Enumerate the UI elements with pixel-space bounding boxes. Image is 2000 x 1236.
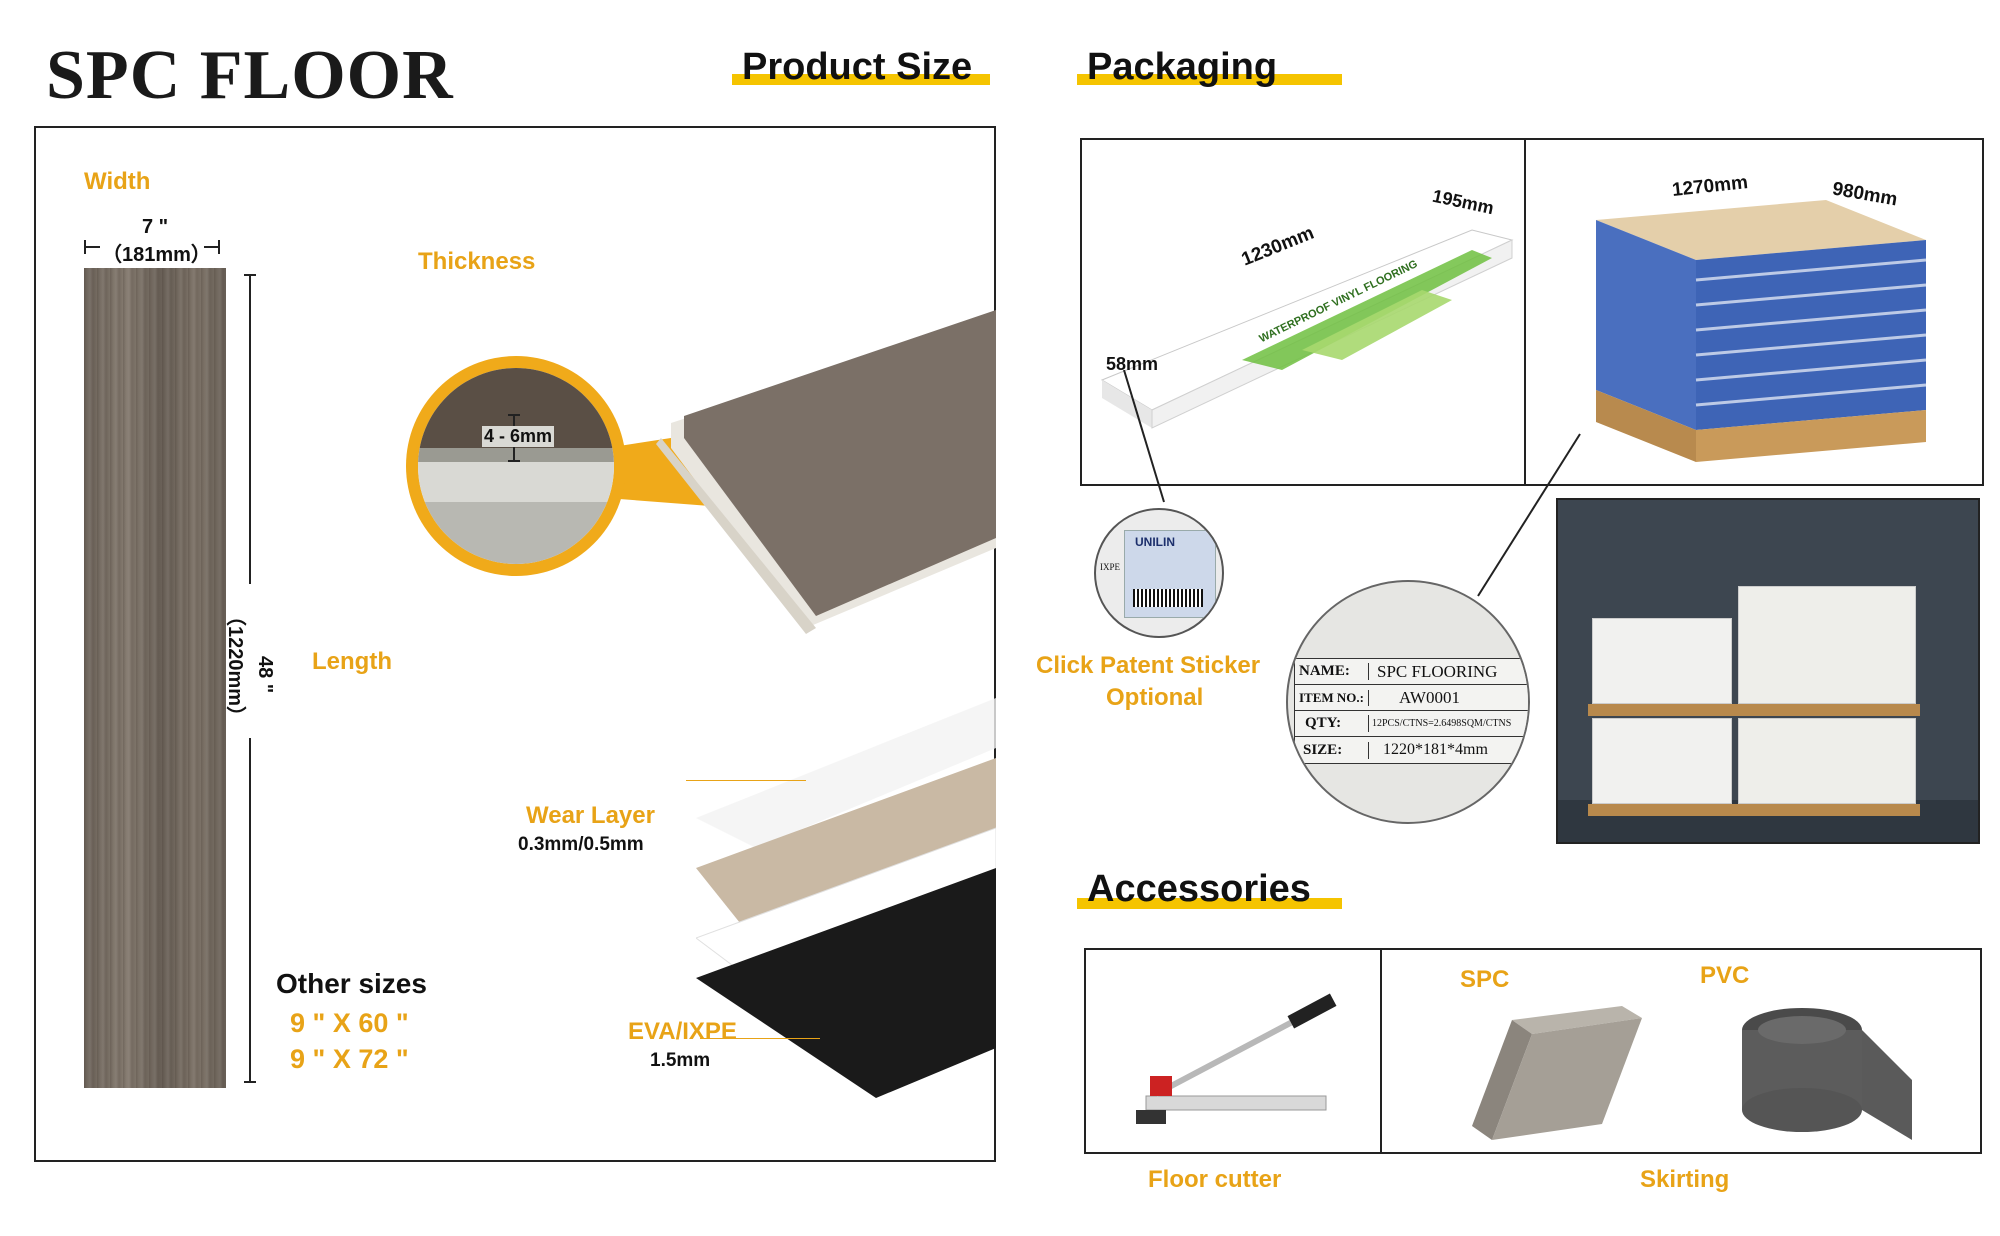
pvc-skirting-illustration [1742, 1008, 1912, 1140]
carton-illustration [1100, 229, 1514, 429]
wood-plank-image [84, 268, 226, 1088]
sticker-caption-2: Optional [1106, 684, 1204, 711]
carton-height: 58mm [1106, 354, 1159, 374]
product-size-highlight [732, 74, 990, 85]
packaging-highlight [1077, 74, 1342, 85]
pallet-illustration [1596, 200, 1926, 462]
accessories-highlight [1077, 898, 1342, 909]
sticker-side-text: IXPE [1100, 562, 1120, 572]
other-sizes-label: Other sizes [276, 968, 427, 999]
label-row: ITEM NO.: AW0001 [1295, 685, 1528, 711]
length-tick-bottom [244, 1081, 256, 1083]
wear-layer-leader [686, 780, 806, 781]
label-key: SIZE: [1295, 741, 1369, 759]
sticker-circle: UNILIN IXPE [1094, 508, 1224, 638]
thickness-tick-bottom [508, 460, 520, 462]
carton-label-table: NAME: SPC FLOORING ITEM NO.: AW0001 QTY:… [1294, 658, 1528, 764]
thickness-detail-illustration [406, 310, 996, 634]
sticker-leader-line [1123, 370, 1165, 503]
length-inches: 48 " [254, 656, 276, 694]
width-mm: （181mm） [102, 244, 211, 266]
carton-label-circle: NAME: SPC FLOORING ITEM NO.: AW0001 QTY:… [1286, 580, 1530, 824]
sticker-brand: UNILIN [1135, 535, 1175, 549]
label-row: SIZE: 1220*181*4mm [1295, 737, 1528, 763]
page-title: SPC FLOOR [46, 37, 454, 114]
cartons-bottom-left [1592, 718, 1732, 804]
label-row: QTY: 12PCS/CTNS=2.6498SQM/CTNS [1295, 711, 1528, 737]
accessories-heading: Accessories [1087, 868, 1311, 910]
width-inches: 7 " [142, 216, 169, 238]
spc-skirting-illustration [1472, 1006, 1642, 1140]
label-leader-line [1477, 433, 1581, 597]
pallet-panel-frame: 1270mm 980mm [1524, 138, 1984, 486]
width-label: Width [84, 168, 151, 195]
spc-label: SPC [1460, 966, 1510, 993]
length-line-top [249, 274, 251, 584]
container-photo-panel [1556, 498, 1980, 844]
sticker-caption-1: Click Patent Sticker [1036, 652, 1261, 679]
eva-label: EVA/IXPE [628, 1018, 737, 1045]
label-value: AW0001 [1399, 687, 1460, 707]
thickness-value: 4 - 6mm [482, 426, 555, 447]
label-value: 12PCS/CTNS=2.6498SQM/CTNS [1372, 718, 1512, 729]
cartons-top-left [1592, 618, 1732, 704]
wear-layer-label: Wear Layer [526, 802, 655, 829]
pallet-length: 1270mm [1671, 172, 1749, 201]
label-row: NAME: SPC FLOORING [1295, 659, 1528, 685]
layer-stack-illustration [696, 698, 996, 1098]
skirting-panel: SPC PVC [1380, 948, 1982, 1154]
pallet-base-top [1588, 704, 1920, 716]
product-size-heading: Product Size [742, 46, 973, 88]
floor-cutter-panel [1084, 948, 1398, 1154]
cartons-top-right [1738, 586, 1916, 704]
eva-value: 1.5mm [650, 1050, 711, 1071]
cartons-bottom-right [1738, 718, 1916, 804]
thickness-label: Thickness [418, 248, 536, 275]
length-label: Length [312, 648, 392, 675]
width-line-right [204, 246, 220, 248]
length-mm: （1220mm） [224, 606, 246, 727]
sticker-card: UNILIN [1124, 530, 1216, 618]
product-size-panel: Width 7 " （181mm） 48 " （1220mm） Length T… [34, 126, 996, 1162]
width-tick-right [218, 240, 220, 254]
skirting-label: Skirting [1640, 1166, 1730, 1193]
width-line-left [84, 246, 100, 248]
floor-cutter-illustration [1136, 993, 1337, 1124]
floor-cutter-label: Floor cutter [1148, 1166, 1282, 1193]
sticker-barcode [1133, 589, 1203, 607]
packaging-heading: Packaging [1087, 46, 1278, 88]
label-value: 1220*181*4mm [1383, 741, 1488, 758]
other-size-1: 9 " X 60 " [290, 1008, 409, 1038]
pvc-label: PVC [1700, 962, 1750, 989]
length-line-bottom [249, 738, 251, 1082]
label-key: ITEM NO.: [1295, 689, 1369, 706]
label-value: SPC FLOORING [1377, 661, 1498, 681]
label-key: QTY: [1295, 715, 1369, 732]
other-size-2: 9 " X 72 " [290, 1044, 409, 1074]
wear-layer-value: 0.3mm/0.5mm [518, 834, 644, 855]
carton-panel: WATERPROOF VINYL FLOORING 1230mm 195mm 5… [1080, 138, 1540, 486]
eva-leader [700, 1038, 820, 1039]
label-key: NAME: [1295, 663, 1369, 680]
pallet-base-bottom [1588, 804, 1920, 816]
